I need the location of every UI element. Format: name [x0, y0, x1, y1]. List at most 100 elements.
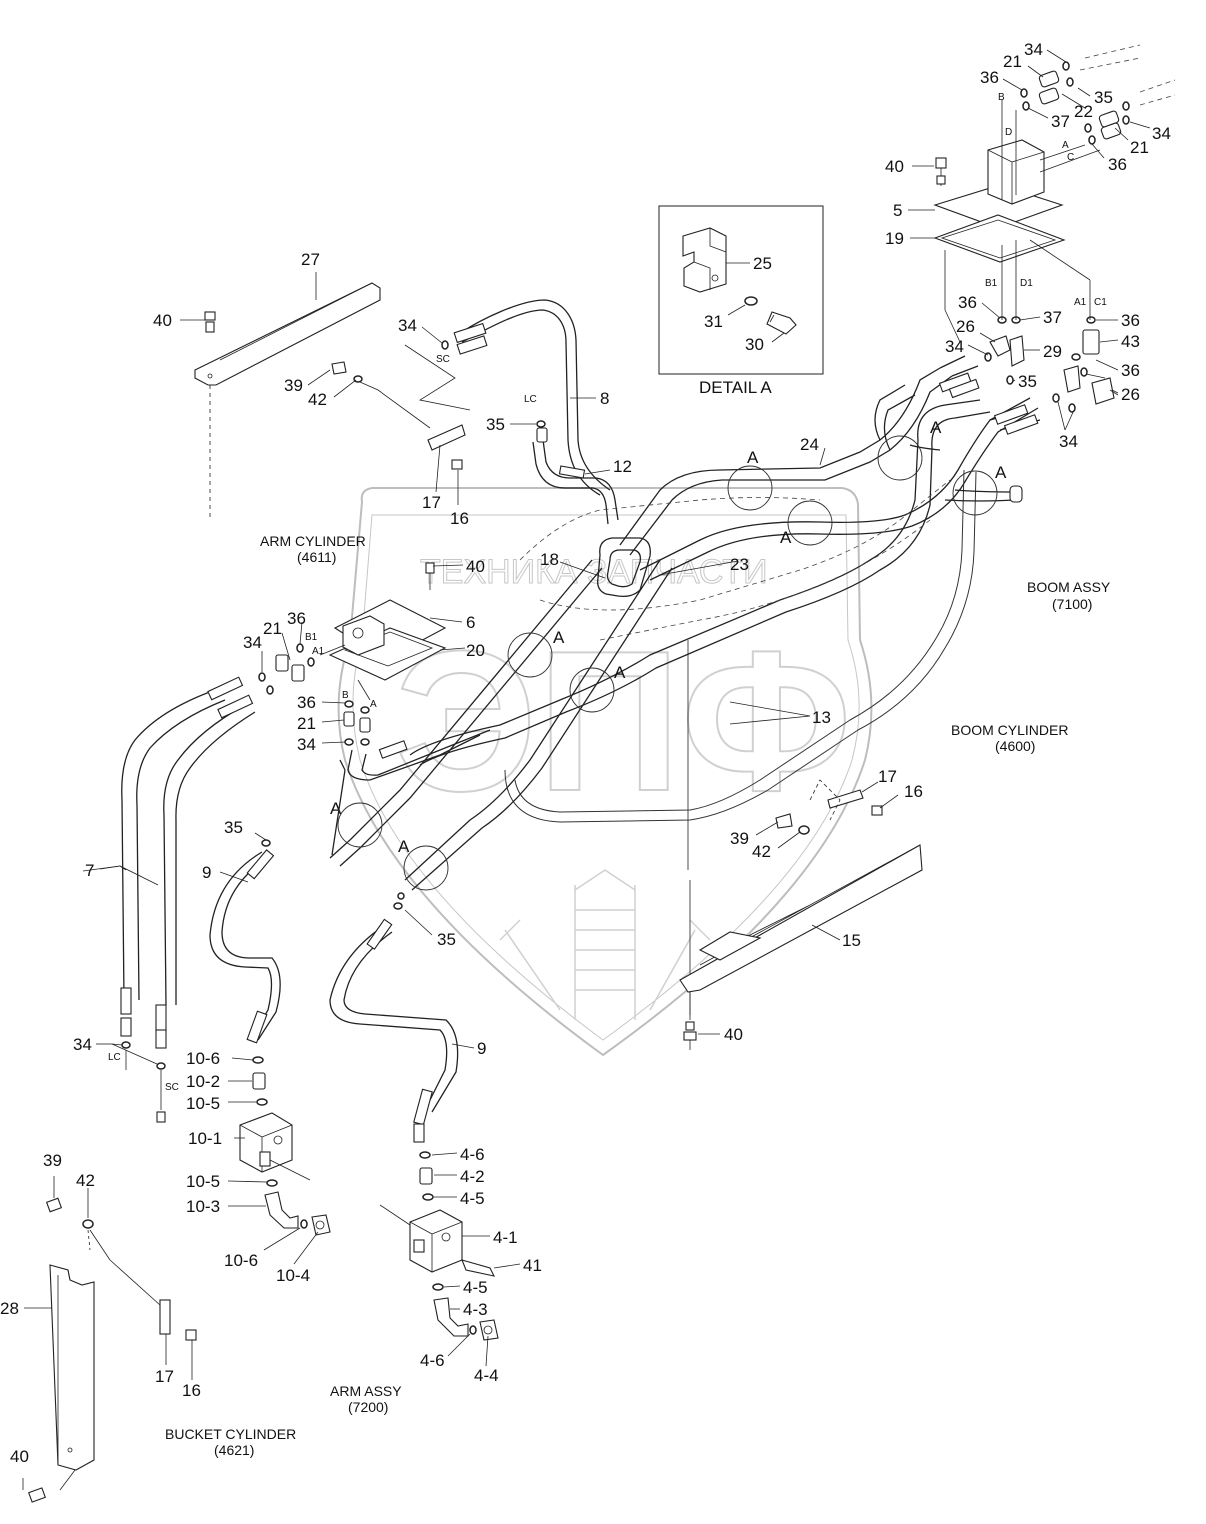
manifold-block-5	[933, 44, 1176, 413]
detail-a-title: DETAIL A	[699, 378, 772, 397]
callout-40: 40	[10, 1447, 29, 1466]
guard-15	[679, 779, 923, 1050]
callout-28: 28	[0, 1299, 19, 1318]
guard-plate-27	[194, 272, 548, 520]
boom-assy-label: BOOM ASSY	[1027, 579, 1111, 595]
port-tag-lc: LC	[108, 1052, 121, 1063]
section-marker-a: A	[614, 663, 626, 682]
bucket-cylinder-label: BUCKET CYLINDER	[165, 1426, 296, 1442]
port-tag-b: B	[998, 92, 1005, 103]
section-marker-a: A	[747, 448, 759, 467]
callout-34: 34	[1024, 40, 1043, 59]
callout-26: 26	[956, 317, 975, 336]
callout-24: 24	[800, 435, 819, 454]
callout-26: 26	[1121, 385, 1140, 404]
port-tag-c: C	[1067, 152, 1074, 163]
port-tags: B D A C B1 D1 A1 C1 SC LC B1 A1 B A LC S…	[108, 92, 1107, 1093]
callout-35: 35	[437, 930, 456, 949]
callout-9: 9	[477, 1039, 486, 1058]
callout-21: 21	[1130, 138, 1149, 157]
callout-10-2: 10-2	[186, 1072, 220, 1091]
callout-10-3: 10-3	[186, 1197, 220, 1216]
callout-4-6: 4-6	[420, 1351, 445, 1370]
callout-21: 21	[263, 619, 282, 638]
detail-a-panel: 25 31 30 DETAIL A	[658, 205, 824, 397]
callout-4-5: 4-5	[460, 1189, 485, 1208]
callout-10-1: 10-1	[188, 1129, 222, 1148]
callout-12: 12	[613, 457, 632, 476]
port-tag-d1: D1	[1020, 278, 1033, 289]
callout-25: 25	[753, 254, 772, 273]
callout-17: 17	[422, 493, 441, 512]
callout-27: 27	[301, 250, 320, 269]
callout-35: 35	[1018, 372, 1037, 391]
callout-13: 13	[812, 708, 831, 727]
callout-37: 37	[1051, 112, 1070, 131]
port-tag-c1: C1	[1094, 297, 1107, 308]
bucket-cylinder-code: (4621)	[214, 1442, 254, 1458]
callout-42: 42	[308, 390, 327, 409]
callout-34: 34	[297, 735, 316, 754]
port-tag-a: A	[370, 699, 377, 710]
watermark-logo-letters: ЭПФ	[395, 610, 852, 833]
callout-10-5: 10-5	[186, 1172, 220, 1191]
callout-34: 34	[1152, 124, 1171, 143]
callout-23: 23	[730, 555, 749, 574]
callout-36: 36	[297, 693, 316, 712]
callout-36: 36	[958, 293, 977, 312]
callout-40: 40	[885, 157, 904, 176]
callout-34: 34	[945, 337, 964, 356]
part-callouts: 34 21 36 35 22 37 34 21 36 40 5 19 36 37…	[0, 40, 1171, 1466]
callout-21: 21	[297, 714, 316, 733]
callout-10-6: 10-6	[224, 1251, 258, 1270]
arm-cylinder-code: (4611)	[297, 549, 336, 565]
callout-40: 40	[153, 311, 172, 330]
section-marker-a: A	[553, 628, 565, 647]
callout-4-6: 4-6	[460, 1145, 485, 1164]
callout-17: 17	[878, 767, 897, 786]
callout-35: 35	[486, 415, 505, 434]
callout-4-5: 4-5	[463, 1278, 488, 1297]
callout-41: 41	[523, 1256, 542, 1275]
callout-36: 36	[1121, 311, 1140, 330]
hose-7	[120, 676, 256, 1123]
callout-21: 21	[1003, 52, 1022, 71]
callout-31: 31	[704, 312, 723, 331]
watermark-text: ТЕХНИКА ЗАПЧАСТИ	[420, 553, 768, 591]
callout-4-3: 4-3	[463, 1300, 488, 1319]
port-tag-a1: A1	[1074, 297, 1087, 308]
port-tag-a1: A1	[312, 646, 325, 657]
port-tag-b: B	[342, 690, 349, 701]
port-tag-a: A	[1062, 140, 1069, 151]
section-marker-a: A	[995, 463, 1007, 482]
guard-28	[28, 1197, 197, 1503]
callout-20: 20	[466, 641, 485, 660]
leader-lines	[22, 49, 1151, 1490]
callout-22: 22	[1074, 102, 1093, 121]
section-marker-a: A	[930, 418, 942, 437]
callout-37: 37	[1043, 308, 1062, 327]
callout-6: 6	[466, 613, 475, 632]
callout-19: 19	[885, 229, 904, 248]
callout-5: 5	[893, 201, 902, 220]
boom-assy-code: (7100)	[1052, 596, 1092, 612]
callout-40: 40	[466, 557, 485, 576]
callout-18: 18	[540, 550, 559, 569]
section-markers: A A A A A A A A	[330, 418, 1007, 856]
hose-9-left	[209, 839, 331, 1236]
callout-30: 30	[745, 335, 764, 354]
callout-42: 42	[752, 842, 771, 861]
callout-39: 39	[284, 376, 303, 395]
callout-4-2: 4-2	[460, 1167, 485, 1186]
callout-34: 34	[398, 316, 417, 335]
arm-assy-code: (7200)	[348, 1399, 388, 1415]
section-marker-a: A	[398, 837, 410, 856]
port-tag-b1: B1	[985, 278, 998, 289]
callout-29: 29	[1043, 342, 1062, 361]
callout-10-5: 10-5	[186, 1094, 220, 1113]
callout-16: 16	[450, 509, 469, 528]
arm-cylinder-label: ARM CYLINDER	[260, 533, 366, 549]
callout-39: 39	[43, 1151, 62, 1170]
callout-35: 35	[1094, 88, 1113, 107]
port-tag-sc: SC	[436, 354, 450, 365]
